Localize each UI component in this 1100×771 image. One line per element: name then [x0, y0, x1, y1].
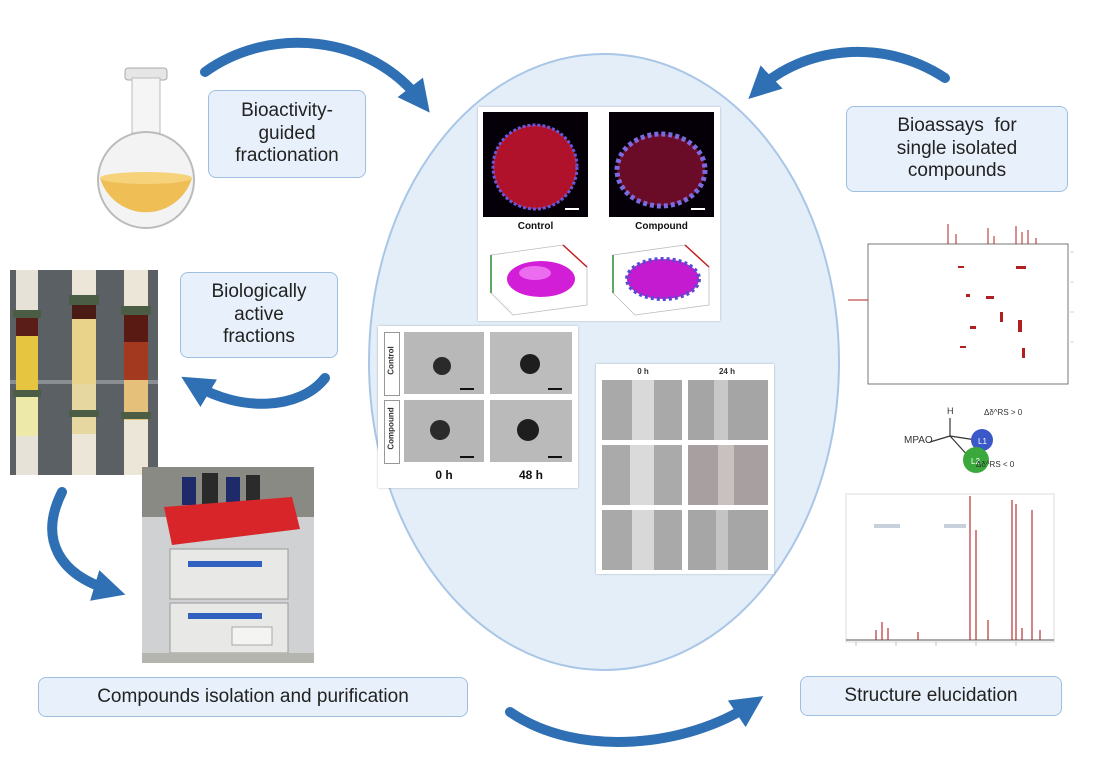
label-active-fractions: Biologically active fractions: [180, 272, 338, 358]
row-label-compound-box: [384, 400, 400, 464]
mosher-mpao-label: MPAO: [904, 435, 933, 446]
arrow-bottom: [505, 696, 764, 747]
hplc-instrument-photo: [142, 467, 314, 663]
spheroid-3d-compound: [612, 244, 710, 316]
label-fractionation: Bioactivity- guided fractionation: [208, 90, 366, 178]
arrow-mid-left: [181, 373, 330, 409]
spheroid-control-48h: [490, 332, 572, 394]
wound-assay-panel: 0 h 24 h: [596, 364, 774, 574]
isolation-text: Compounds isolation and purification: [97, 685, 409, 707]
row-label-control-box: [384, 332, 400, 396]
mosher-h-label: H: [947, 406, 954, 416]
label-isolation: Compounds isolation and purification: [38, 677, 468, 717]
bioassays-line-1: Bioassays for: [897, 114, 1017, 136]
wound-col-0h: 0 h: [637, 367, 649, 376]
fractionation-line-1: Bioactivity-: [241, 99, 333, 121]
confocal-panel: Control Compound: [478, 107, 720, 321]
active-fractions-line-2: active: [234, 303, 284, 325]
round-bottom-flask-icon: [97, 67, 195, 229]
nmr-1d-spectrum: [845, 493, 1055, 646]
active-fractions-line-3: fractions: [223, 326, 295, 348]
mosher-delta-negative: Δδ^RS < 0: [976, 460, 1015, 469]
label-structure: Structure elucidation: [800, 676, 1062, 716]
confocal-control-image: [483, 112, 588, 217]
nmr-2d-spectrum: [848, 224, 1074, 385]
label-bioassays: Bioassays for single isolated compounds: [846, 106, 1068, 192]
chromatography-columns-photo: [10, 270, 158, 475]
wound-assay-images: [602, 380, 768, 570]
mosher-l2: L2: [971, 457, 980, 466]
mosher-delta-positive: Δδ^RS > 0: [984, 408, 1023, 417]
confocal-compound-image: [609, 112, 714, 217]
arrow-top-right: [748, 47, 950, 100]
spheroid-growth-panel: Control Compound 0 h 48 h: [378, 326, 578, 488]
arrow-lower-left: [47, 487, 126, 601]
bioassays-line-2: single isolated: [896, 137, 1018, 159]
arrow-top-left: [200, 37, 430, 113]
col-label-48h: 48 h: [518, 468, 543, 482]
wound-col-24h: 24 h: [718, 367, 735, 376]
confocal-compound-caption: Compound: [635, 221, 688, 232]
active-fractions-line-1: Biologically: [211, 280, 307, 302]
spheroid-compound-0h: [404, 400, 484, 462]
spheroid-3d-control: [490, 244, 588, 316]
fractionation-line-2: guided: [258, 122, 316, 144]
row-label-control: Control: [386, 346, 396, 375]
row-label-compound: Compound: [386, 407, 396, 450]
mosher-model-diagram: L1 L2: [929, 418, 993, 473]
confocal-control-caption: Control: [517, 221, 554, 232]
col-label-0h: 0 h: [435, 468, 453, 482]
spheroid-compound-48h: [490, 400, 572, 462]
mosher-l1: L1: [978, 437, 987, 446]
spheroid-control-0h: [404, 332, 484, 394]
fractionation-line-3: fractionation: [235, 145, 339, 167]
structure-text: Structure elucidation: [844, 684, 1018, 706]
bioassays-line-3: compounds: [907, 160, 1007, 182]
